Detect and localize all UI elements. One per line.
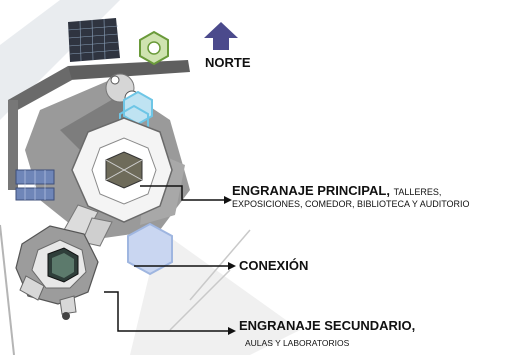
main-gear-subtitle-1: TALLERES, <box>393 187 442 197</box>
leader-line-secondary <box>104 291 232 332</box>
road <box>8 60 190 190</box>
leader-line-main <box>140 185 228 201</box>
upper-cluster <box>105 73 153 138</box>
main-gear-title: ENGRANAJE PRINCIPAL, TALLERES, <box>232 183 441 198</box>
north-arrow-icon <box>204 22 238 50</box>
main-gear-subtitle-2: EXPOSICIONES, COMEDOR, BIBLIOTECA Y AUDI… <box>232 199 470 209</box>
solar-array-left <box>15 169 55 201</box>
leader-arrowheads <box>224 196 236 335</box>
solar-array-top <box>67 18 120 62</box>
connection-corridor <box>63 204 113 247</box>
green-hex-building <box>139 30 169 66</box>
blue-hex-connection <box>127 222 173 276</box>
connection-label: CONEXIÓN <box>239 258 309 273</box>
north-label: NORTE <box>205 55 251 70</box>
leader-lines <box>104 185 232 332</box>
main-gear-title-text: ENGRANAJE PRINCIPAL, <box>232 183 390 198</box>
secondary-gear-subtitle: AULAS Y LABORATORIOS <box>245 338 350 348</box>
main-gear-building <box>71 117 173 223</box>
secondary-gear-title: ENGRANAJE SECUNDARIO, <box>239 318 416 333</box>
secondary-gear-building <box>15 225 99 320</box>
